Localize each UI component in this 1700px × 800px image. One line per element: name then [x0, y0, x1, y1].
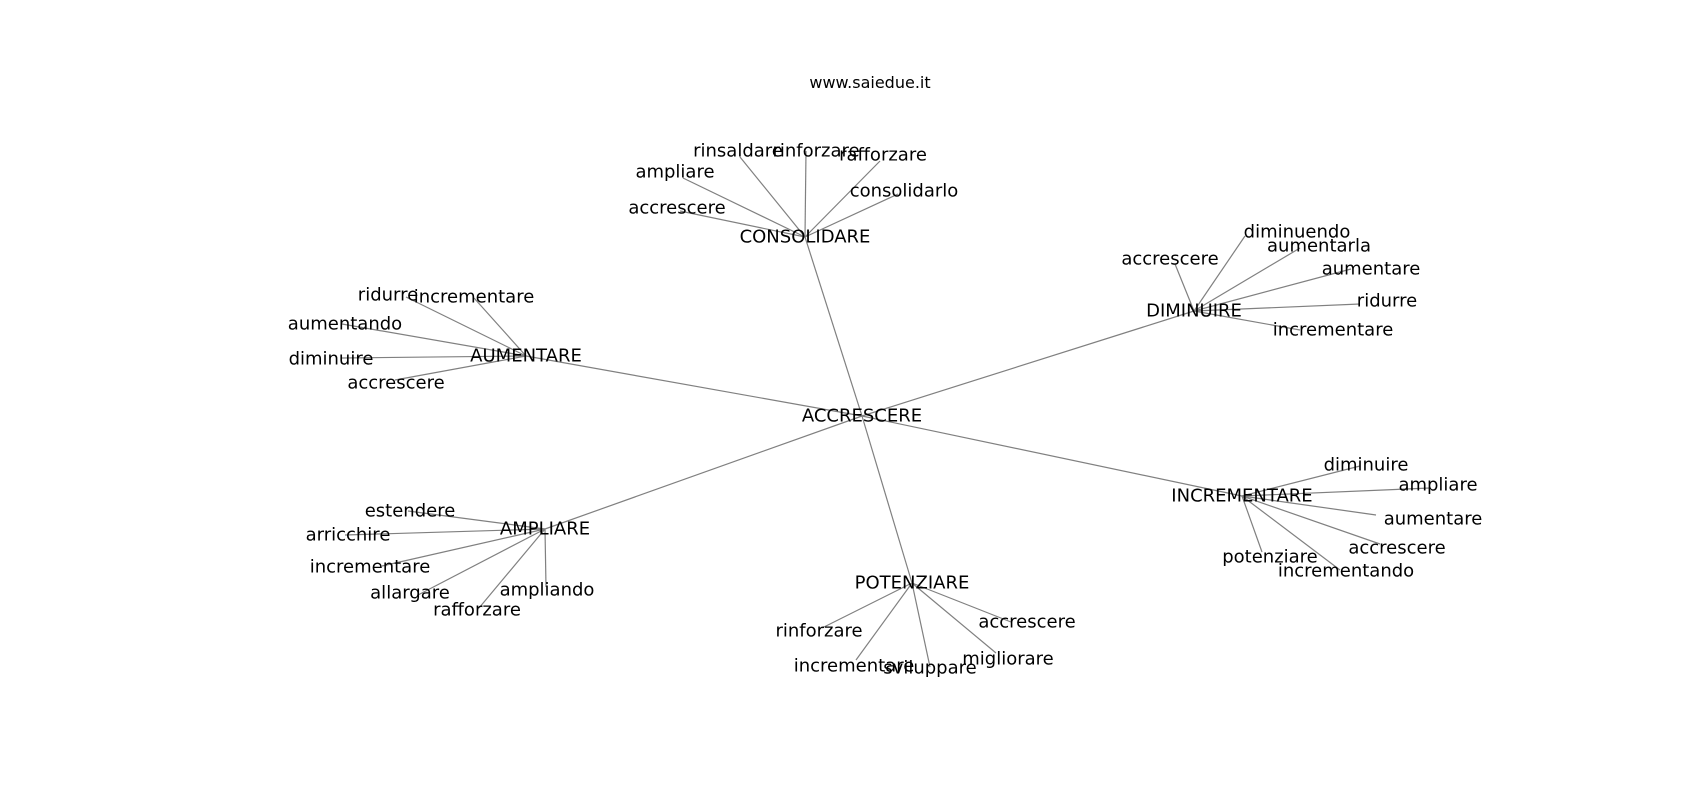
edge-center-to-potenziare — [861, 415, 913, 584]
hub-node-aumentare: AUMENTARE — [470, 346, 582, 367]
leaf-node-accrescere: accrescere — [1121, 249, 1218, 270]
hub-node-diminuire: DIMINUIRE — [1146, 301, 1242, 322]
edge-incrementare-leaf — [1241, 487, 1431, 497]
hub-node-potenziare: POTENZIARE — [855, 573, 970, 594]
leaf-node-arricchire: arricchire — [306, 525, 391, 546]
leaf-node-diminuire: diminuire — [289, 349, 374, 370]
leaf-node-ridurre: ridurre — [358, 285, 418, 306]
edge-aumentare-leaf — [394, 355, 527, 381]
edge-potenziare-leaf — [911, 582, 1012, 623]
edge-aumentare-leaf — [405, 296, 527, 357]
edge-aumentare-leaf — [341, 355, 527, 359]
edge-consolidare-leaf — [679, 210, 806, 238]
leaf-node-ridurre: ridurre — [1357, 291, 1417, 312]
leaf-node-accrescere: accrescere — [628, 198, 725, 219]
edge-aumentare-leaf — [473, 297, 527, 357]
edge-incrementare-leaf — [1241, 495, 1377, 516]
leaf-node-incrementare: incrementare — [1273, 320, 1394, 341]
edge-ampliare-leaf — [344, 528, 546, 536]
leaf-node-allargare: allargare — [370, 583, 450, 604]
leaf-node-incrementare: incrementare — [794, 656, 915, 677]
leaf-node-migliorare: migliorare — [962, 649, 1054, 670]
edge-center-to-incrementare — [861, 415, 1243, 497]
edge-diminuire-leaf — [1174, 263, 1195, 312]
edge-diminuire-leaf — [1193, 235, 1246, 312]
leaf-node-aumentarla: aumentarla — [1267, 236, 1371, 257]
graph-edges — [341, 150, 1431, 668]
leaf-node-incrementare: incrementare — [414, 287, 535, 308]
leaf-node-potenziare: potenziare — [1222, 547, 1318, 568]
edge-consolidare-leaf — [739, 156, 806, 238]
hub-node-consolidare: CONSOLIDARE — [740, 227, 871, 248]
leaf-node-accrescere: accrescere — [347, 373, 444, 394]
leaf-node-rafforzare: rafforzare — [839, 145, 927, 166]
edge-diminuire-leaf — [1193, 268, 1352, 312]
edge-ampliare-leaf — [407, 510, 546, 530]
leaf-node-ampliare: ampliare — [635, 162, 714, 183]
leaf-node-rinsaldare: rinsaldare — [693, 141, 783, 162]
leaf-node-sviluppare: sviluppare — [883, 658, 976, 679]
edge-center-to-ampliare — [544, 415, 863, 530]
leaf-node-accrescere: accrescere — [1348, 538, 1445, 559]
leaf-node-accrescere: accrescere — [978, 612, 1075, 633]
edge-ampliare-leaf — [544, 528, 547, 588]
watermark-text: www.saiedue.it — [809, 73, 930, 92]
edge-consolidare-leaf — [804, 150, 807, 238]
leaf-node-incrementando: incrementando — [1278, 561, 1414, 582]
edge-aumentare-leaf — [341, 323, 527, 357]
edge-potenziare-leaf — [911, 582, 931, 668]
leaf-node-ampliare: ampliare — [1398, 475, 1477, 496]
edge-consolidare-leaf — [682, 177, 806, 238]
edge-consolidare-leaf — [804, 160, 881, 238]
leaf-node-rafforzare: rafforzare — [433, 600, 521, 621]
leaf-node-rinforzare: rinforzare — [775, 621, 862, 642]
edge-incrementare-leaf — [1241, 495, 1341, 571]
leaf-node-diminuendo: diminuendo — [1244, 222, 1351, 243]
leaf-node-diminuire: diminuire — [1324, 455, 1409, 476]
edge-potenziare-leaf — [855, 582, 913, 661]
edge-incrementare-leaf — [1241, 465, 1361, 497]
edge-center-to-aumentare — [525, 355, 863, 417]
edge-consolidare-leaf — [804, 193, 899, 238]
edge-incrementare-leaf — [1241, 495, 1381, 545]
edge-diminuire-leaf — [1193, 303, 1361, 312]
leaf-node-consolidarlo: consolidarlo — [850, 181, 959, 202]
edge-center-to-diminuire — [861, 310, 1195, 417]
edge-ampliare-leaf — [478, 528, 546, 609]
graph-labels: www.saiedue.it ACCRESCERE CONSOLIDARE rins… — [288, 73, 1483, 679]
edge-potenziare-leaf — [911, 582, 997, 654]
leaf-node-aumentare: aumentare — [1384, 509, 1483, 530]
edge-potenziare-leaf — [821, 582, 913, 629]
hub-node-incrementare: INCREMENTARE — [1171, 486, 1312, 507]
hub-node-ampliare: AMPLIARE — [500, 519, 590, 540]
leaf-node-incrementare: incrementare — [310, 557, 431, 578]
edge-center-to-consolidare — [804, 236, 863, 417]
center-node-label: ACCRESCERE — [802, 406, 922, 427]
edge-diminuire-leaf — [1193, 247, 1301, 312]
leaf-node-rinforzare: rinforzare — [772, 141, 859, 162]
leaf-node-aumentare: aumentare — [1322, 259, 1421, 280]
edge-ampliare-leaf — [381, 528, 546, 567]
leaf-node-ampliando: ampliando — [500, 580, 595, 601]
leaf-node-aumentando: aumentando — [288, 314, 402, 335]
edge-diminuire-leaf — [1193, 310, 1301, 331]
leaf-node-estendere: estendere — [365, 501, 456, 522]
edge-incrementare-leaf — [1241, 495, 1263, 553]
edge-ampliare-leaf — [417, 528, 546, 596]
